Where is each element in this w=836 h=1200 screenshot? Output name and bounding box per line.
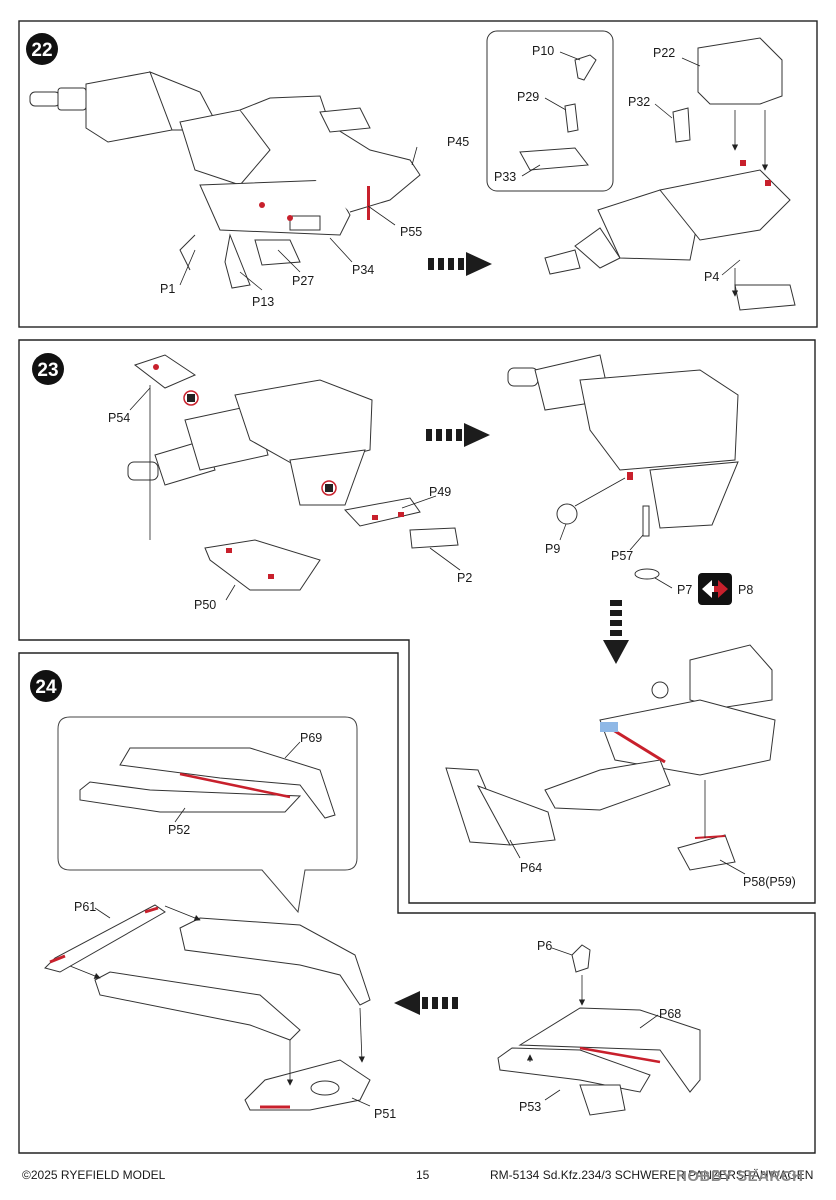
part-label: P7 — [677, 583, 692, 597]
step-23-panel: 23 — [18, 339, 816, 904]
part-label: P64 — [520, 861, 542, 875]
part-label: P49 — [429, 485, 451, 499]
step-22-result-drawing — [544, 37, 796, 311]
step-number: 22 — [31, 40, 52, 61]
page-number: 15 — [416, 1168, 430, 1182]
step-23-assembly-drawing — [127, 354, 459, 591]
flow-arrow-right — [426, 423, 490, 447]
step-number-badge — [32, 353, 64, 385]
copyright-text: ©2025 RYEFIELD MODEL — [22, 1168, 166, 1182]
part-label: P4 — [704, 270, 719, 284]
sub-assembly-inset — [486, 30, 614, 192]
step-23-result-drawing — [507, 354, 739, 580]
part-label: P22 — [653, 46, 675, 60]
flow-arrow-right — [428, 252, 492, 276]
detail-callout — [57, 716, 358, 914]
step-number: 23 — [37, 360, 58, 381]
part-label: P58(P59) — [743, 875, 796, 889]
part-label: P52 — [168, 823, 190, 837]
part-label: P8 — [738, 583, 753, 597]
part-label: P54 — [108, 411, 130, 425]
part-label: P32 — [628, 95, 650, 109]
part-label: P1 — [160, 282, 175, 296]
part-label: P9 — [545, 542, 560, 556]
part-label: P45 — [447, 135, 469, 149]
step-number: 24 — [35, 677, 57, 698]
step-24-fender-drawing — [44, 904, 701, 1116]
part-label: P61 — [74, 900, 96, 914]
part-label: P27 — [292, 274, 314, 288]
part-label: P69 — [300, 731, 322, 745]
part-label: P10 — [532, 44, 554, 58]
step-24-panel: 24 P69 P52 — [18, 652, 816, 1154]
part-label: P55 — [400, 225, 422, 239]
flow-arrow-left — [394, 991, 458, 1015]
part-label: P51 — [374, 1107, 396, 1121]
kit-title: RM-5134 Sd.Kfz.234/3 SCHWERER PANZERSPÄH… — [490, 1168, 814, 1182]
step-22-panel: 22 P45 P55 P1 — [18, 20, 818, 328]
step-number-badge — [26, 33, 58, 65]
part-label: P6 — [537, 939, 552, 953]
part-label: P57 — [611, 549, 633, 563]
part-label: P68 — [659, 1007, 681, 1021]
part-label: P53 — [519, 1100, 541, 1114]
part-label: P13 — [252, 295, 274, 309]
step-23-combined-drawing — [445, 644, 776, 871]
step-number-badge — [30, 670, 62, 702]
part-label: P33 — [494, 170, 516, 184]
part-label: P50 — [194, 598, 216, 612]
part-label: P2 — [457, 571, 472, 585]
p55-highlight — [367, 186, 370, 220]
step-22-gun-assembly-drawing — [29, 71, 421, 289]
part-label: P34 — [352, 263, 374, 277]
flow-arrow-down — [603, 600, 629, 664]
glue-icon — [183, 390, 337, 496]
watermark: HOBBY SEARCH — [676, 1168, 804, 1185]
part-label: P29 — [517, 90, 539, 104]
swap-icon — [698, 573, 732, 605]
